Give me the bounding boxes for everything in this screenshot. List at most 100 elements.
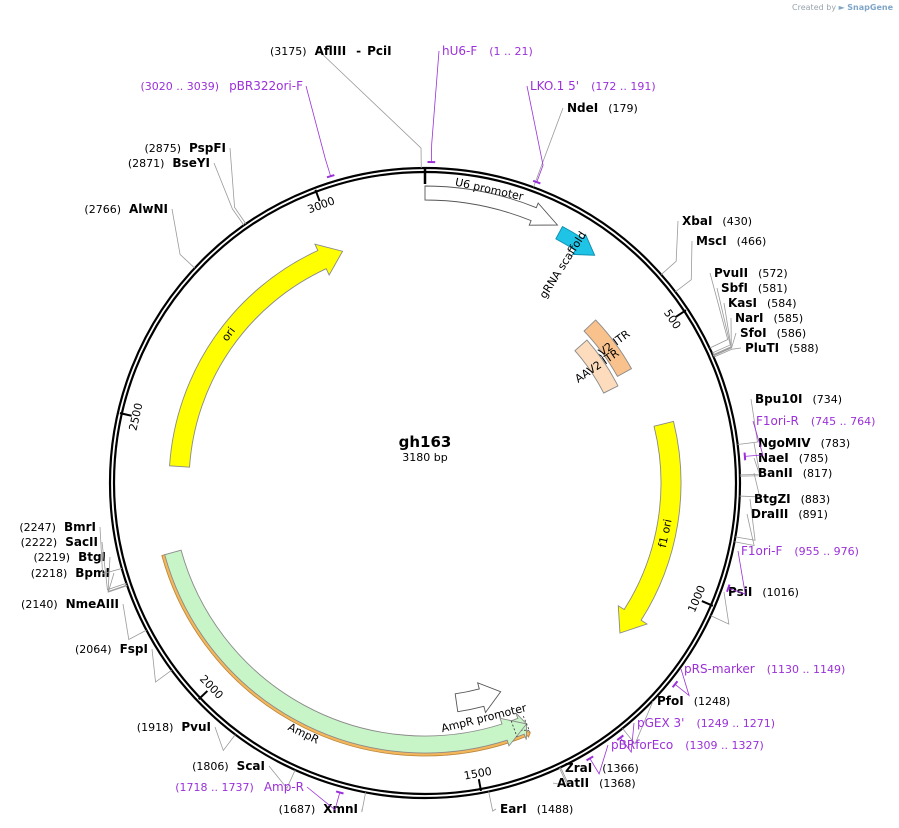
enzyme-site[interactable]: BanII(817) (758, 466, 832, 480)
signal-divider (522, 715, 531, 732)
feature-ori[interactable] (169, 243, 344, 468)
enzyme-site[interactable]: (2766)AlwNI (84, 202, 168, 216)
enzyme-site[interactable]: SbfI(581) (721, 281, 788, 295)
primer-leader (305, 85, 332, 177)
enzyme-site[interactable]: (2875)PspFI (144, 141, 226, 155)
enzyme-name: ZraI (565, 761, 592, 775)
enzyme-site[interactable]: XbaI(430) (682, 214, 752, 228)
enzyme-site[interactable]: (1918)PvuI (137, 720, 211, 734)
enzyme-leader (214, 726, 236, 752)
enzyme-position: (584) (767, 297, 797, 310)
enzyme-site[interactable]: (2219)BtgI (33, 550, 106, 564)
primer-mark[interactable] (586, 755, 594, 762)
enzyme-position: (466) (737, 235, 767, 248)
primer-mark[interactable] (616, 734, 624, 741)
enzyme-site[interactable]: NaeI(785) (758, 451, 828, 465)
primer-mark[interactable] (671, 680, 679, 688)
enzyme-site[interactable]: (3175)AflIII-PciI (270, 44, 392, 58)
enzyme-position: (588) (789, 342, 819, 355)
primer-site[interactable]: pBRforEco(1309 .. 1327) (611, 738, 764, 752)
primer-name: F1ori-R (756, 414, 799, 428)
enzyme-site[interactable]: (2222)SacII (21, 535, 98, 549)
feature-ampr[interactable] (164, 549, 528, 754)
primer-mark[interactable] (726, 584, 731, 593)
enzyme-site[interactable]: NdeI(179) (567, 101, 638, 115)
enzyme-leader (122, 603, 147, 641)
enzyme-position: (1368) (599, 777, 636, 790)
enzyme-name: EarI (500, 802, 527, 816)
feature-itr2[interactable] (574, 339, 619, 394)
enzyme-name: NarI (735, 311, 764, 325)
enzyme-leader (229, 147, 247, 225)
enzyme-leader (709, 272, 729, 349)
tick-label: 3000 (306, 194, 337, 216)
enzyme-name: SfoI (740, 326, 767, 340)
primer-mark[interactable] (743, 452, 747, 461)
enzyme-leader (151, 648, 172, 683)
primer-site[interactable]: pGEX 3'(1249 .. 1271) (637, 716, 775, 730)
tick-label: 1500 (463, 765, 493, 783)
primer-site[interactable]: pRS-marker(1130 .. 1149) (684, 662, 845, 676)
primer-site[interactable]: (3020 .. 3039)pBR322ori-F (141, 79, 304, 93)
feature-grna[interactable] (555, 225, 596, 256)
primer-mark[interactable] (335, 790, 344, 795)
enzyme-site[interactable]: (2064)FspI (75, 642, 148, 656)
enzyme-leader (711, 287, 731, 354)
enzyme-site[interactable]: PluTI(588) (745, 341, 819, 355)
enzyme-site[interactable]: (2140)NmeAIII (21, 597, 119, 611)
tick-mark (701, 600, 714, 607)
feature-amprprom[interactable] (454, 682, 502, 714)
enzyme-name: NdeI (567, 101, 598, 115)
primer-leader (526, 85, 544, 183)
enzyme-site[interactable]: (1687)XmnI (279, 802, 358, 816)
enzyme-site[interactable]: NgoMIV(783) (758, 436, 850, 450)
enzyme-site[interactable]: (2218)BpmI (31, 566, 110, 580)
enzyme-site[interactable]: DraIII(891) (751, 507, 828, 521)
enzyme-name: PspFI (189, 141, 226, 155)
tick-mark (314, 189, 321, 202)
enzyme-name: MscI (696, 234, 727, 248)
enzyme-leader (107, 572, 128, 593)
primer-mark[interactable] (326, 174, 335, 179)
enzyme-site[interactable]: (1806)ScaI (192, 759, 265, 773)
enzyme-site[interactable]: AatII(1368) (557, 776, 636, 790)
primer-leader (674, 668, 690, 697)
enzyme-site[interactable]: (2247)BmrI (19, 520, 96, 534)
enzyme-site[interactable]: BtgZI(883) (754, 492, 830, 506)
enzyme-leader (713, 347, 742, 358)
enzyme-site[interactable]: (2871)BseYI (128, 156, 210, 170)
enzyme-site[interactable]: NarI(585) (735, 311, 803, 325)
primer-mark[interactable] (532, 179, 541, 185)
enzyme-site[interactable]: MscI (466) (696, 234, 766, 248)
enzyme-leader (213, 162, 245, 226)
feature-label-f1ori: f1 ori (656, 518, 675, 549)
enzyme-site[interactable]: PfoI(1248) (657, 694, 730, 708)
enzyme-position: (883) (801, 493, 831, 506)
enzyme-leader (622, 700, 654, 745)
primer-site[interactable]: hU6-F(1 .. 21) (442, 44, 533, 58)
primer-name: pRS-marker (684, 662, 755, 676)
primer-site[interactable]: (1718 .. 1737)Amp-R (175, 780, 304, 794)
feature-itr1[interactable] (583, 319, 633, 378)
primer-site[interactable]: F1ori-R(745 .. 764) (756, 414, 875, 428)
enzyme-position: (817) (803, 467, 833, 480)
feature-f1ori[interactable] (617, 420, 682, 634)
enzyme-position: (586) (777, 327, 807, 340)
feature-u6[interactable] (424, 185, 559, 226)
enzyme-position: (2064) (75, 643, 112, 656)
enzyme-site[interactable]: ZraI(1366) (565, 761, 639, 775)
tick-mark (119, 412, 132, 417)
enzyme-position: (1806) (192, 760, 229, 773)
primer-site[interactable]: F1ori-F(955 .. 976) (741, 544, 859, 558)
primer-range: (1309 .. 1327) (685, 739, 764, 752)
enzyme-site[interactable]: KasI(584) (728, 296, 797, 310)
enzyme-site[interactable]: Bpu10I(734) (755, 392, 842, 406)
tick-label: 1000 (685, 583, 708, 614)
enzyme-site[interactable]: PvuII(572) (714, 266, 788, 280)
primer-range: (172 .. 191) (591, 80, 656, 93)
enzyme-site[interactable]: EarI(1488) (500, 802, 573, 816)
primer-site[interactable]: LKO.1 5'(172 .. 191) (530, 79, 656, 93)
primer-leader (728, 550, 746, 595)
enzyme-site[interactable]: SfoI (586) (740, 326, 806, 340)
enzyme-leader (739, 442, 761, 476)
